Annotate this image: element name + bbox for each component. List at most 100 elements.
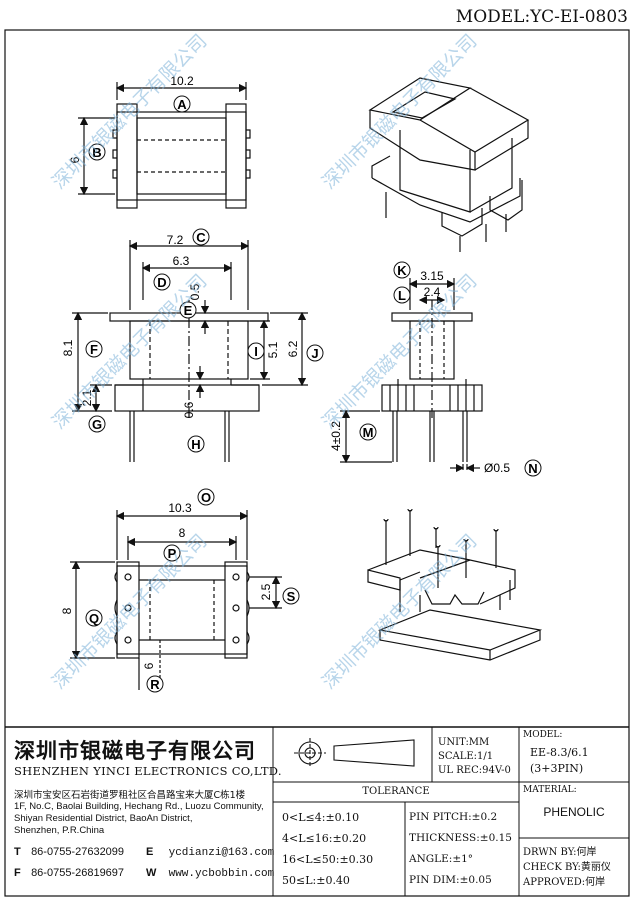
callout-i-circle bbox=[247, 342, 265, 360]
callout-q-circle bbox=[85, 609, 103, 627]
callout-f: F bbox=[90, 342, 98, 357]
check-by: CHECK BY:黄丽仪 bbox=[523, 862, 611, 873]
tel-value: 86-0755-27632099 bbox=[31, 846, 125, 858]
callout-f-circle bbox=[85, 340, 103, 358]
tel-key: T bbox=[14, 846, 21, 858]
tolerance-4: 50≤L:±0.40 bbox=[282, 874, 350, 887]
title-block: 深圳市银磁电子有限公司 SHENZHEN YINCI ELECTRONICS C… bbox=[0, 727, 639, 897]
callout-n-circle bbox=[524, 459, 542, 477]
drawn-by: DRWN BY:何岸 bbox=[523, 847, 597, 858]
dim-e-value: 0.5 bbox=[188, 283, 202, 300]
model-header: MODEL:YC-EI-0803 bbox=[456, 7, 628, 27]
tolerance-angle: ANGLE:±1° bbox=[409, 853, 474, 865]
address-en-1: 1F, No.C, Baolai Building, Hechang Rd., … bbox=[14, 801, 264, 812]
model-label: MODEL: bbox=[523, 730, 563, 740]
callout-m: M bbox=[363, 425, 374, 440]
approved-by: APPROVED:何岸 bbox=[523, 877, 606, 888]
callout-j-circle bbox=[306, 344, 324, 362]
dim-p-value: 8 bbox=[179, 526, 186, 540]
dim-k-value: 3.15 bbox=[420, 269, 444, 283]
dim-c-value: 7.2 bbox=[167, 233, 184, 247]
dim-d-value: 6.3 bbox=[173, 254, 190, 268]
front-view bbox=[72, 240, 308, 462]
material-label: MATERIAL: bbox=[523, 785, 577, 795]
callout-e: E bbox=[184, 303, 193, 318]
dim-s-value: 2.5 bbox=[259, 583, 273, 600]
iso-view-bottom bbox=[367, 508, 543, 661]
dim-b-value: 6 bbox=[68, 156, 82, 163]
callout-g: G bbox=[92, 417, 102, 432]
model-value-2: (3+3PIN) bbox=[530, 762, 584, 775]
callout-l-circle bbox=[393, 286, 411, 304]
dim-i-value: 5.1 bbox=[266, 341, 280, 358]
callout-o-circle bbox=[197, 488, 215, 506]
dim-a-value: 10.2 bbox=[170, 74, 194, 88]
address-en-3: Shenzhen, P.R.China bbox=[14, 825, 105, 836]
callout-o: O bbox=[201, 490, 211, 505]
callout-m-circle bbox=[359, 423, 377, 441]
ul-label: UL REC:94V-0 bbox=[438, 765, 511, 776]
callout-h: H bbox=[191, 437, 200, 452]
fax-key: F bbox=[14, 867, 21, 879]
callout-a: A bbox=[177, 97, 187, 112]
callout-s-circle bbox=[282, 587, 300, 605]
email-value[interactable]: ycdianzi@163.com bbox=[168, 847, 275, 859]
tel-row: T 86-0755-27632099 bbox=[14, 846, 124, 858]
bottom-view bbox=[70, 510, 282, 690]
tolerance-thickness: THICKNESS:±0.15 bbox=[409, 832, 512, 844]
callout-b: B bbox=[92, 145, 101, 160]
callout-l: L bbox=[398, 288, 406, 303]
dim-g-value: 2.1 bbox=[80, 389, 94, 406]
unit-label: UNIT:MM bbox=[438, 737, 490, 748]
company-name-cn: 深圳市银磁电子有限公司 bbox=[14, 739, 256, 763]
tolerance-title: TOLERANCE bbox=[362, 786, 430, 797]
callout-k: K bbox=[397, 263, 407, 278]
tolerance-2: 4<L≤16:±0.20 bbox=[282, 832, 367, 845]
callout-b-circle bbox=[88, 143, 106, 161]
material-value: PHENOLIC bbox=[543, 805, 605, 819]
dim-n-value: Ø0.5 bbox=[484, 461, 510, 475]
dim-q-value: 8 bbox=[60, 607, 74, 614]
callout-g-circle bbox=[88, 415, 106, 433]
callout-d: D bbox=[157, 275, 166, 290]
dim-h-value: 0.6 bbox=[182, 401, 196, 418]
web-key: W bbox=[146, 867, 157, 879]
address-cn: 深圳市宝安区石岩街道罗租社区合昌路宝来大厦C栋1楼 bbox=[14, 790, 246, 801]
drawing-frame bbox=[4, 29, 630, 897]
callout-q: Q bbox=[89, 611, 99, 626]
dim-m-value: 4±0.2 bbox=[329, 421, 343, 451]
callout-i: I bbox=[254, 344, 258, 359]
callout-k-circle bbox=[393, 261, 411, 279]
address-en-2: Shiyan Residential District, BaoAn Distr… bbox=[14, 813, 193, 824]
callout-j: J bbox=[311, 346, 318, 361]
watermark-6: 深圳市银磁电子有限公司 bbox=[318, 530, 481, 693]
tolerance-3: 16<L≤50:±0.30 bbox=[282, 853, 374, 866]
callout-r: R bbox=[150, 677, 160, 692]
callout-n: N bbox=[528, 461, 537, 476]
dim-j-value: 6.2 bbox=[286, 340, 300, 357]
callout-a-circle bbox=[173, 95, 191, 113]
top-view bbox=[78, 82, 251, 209]
model-value-1: EE-8.3/6.1 bbox=[530, 746, 589, 759]
callout-d-circle bbox=[153, 273, 171, 291]
web-row: W www.ycbobbin.com bbox=[146, 867, 274, 880]
callout-e-circle bbox=[179, 301, 197, 319]
side-view bbox=[340, 278, 483, 473]
tolerance-pin-pitch: PIN PITCH:±0.2 bbox=[409, 811, 498, 823]
tolerance-pin-dim: PIN DIM:±0.05 bbox=[409, 874, 492, 886]
callout-c-circle bbox=[192, 228, 210, 246]
dim-o-value: 10.3 bbox=[168, 501, 192, 515]
callout-p: P bbox=[168, 546, 177, 561]
title-block-lines bbox=[5, 726, 629, 896]
scale-label: SCALE:1/1 bbox=[438, 751, 494, 762]
tolerance-1: 0<L≤4:±0.10 bbox=[282, 811, 360, 824]
callout-h-circle bbox=[187, 435, 205, 453]
company-name-en: SHENZHEN YINCI ELECTRONICS CO,LTD. bbox=[14, 764, 282, 778]
dim-r-value: 6 bbox=[142, 662, 156, 669]
email-key: E bbox=[146, 846, 154, 858]
email-row: E ycdianzi@163.com bbox=[146, 846, 274, 859]
callout-p-circle bbox=[163, 544, 181, 562]
web-value[interactable]: www.ycbobbin.com bbox=[168, 868, 275, 880]
fax-value: 86-0755-26819697 bbox=[31, 867, 125, 879]
fax-row: F 86-0755-26819697 bbox=[14, 867, 124, 879]
